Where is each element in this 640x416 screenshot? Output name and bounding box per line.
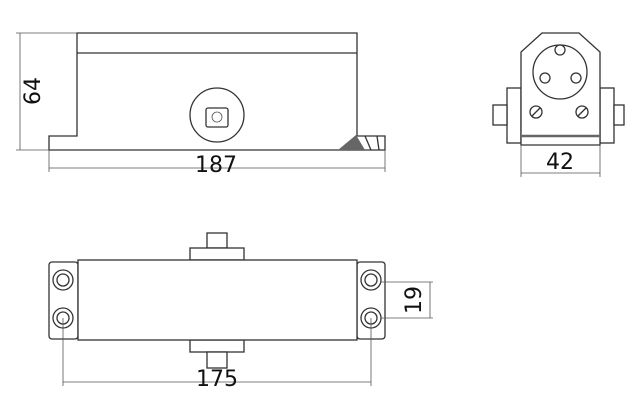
length-dimension: 187 bbox=[195, 153, 237, 178]
top-view: 175 19 bbox=[48, 232, 433, 392]
mount-spacing-dimension: 19 bbox=[402, 286, 427, 314]
width-dimension: 42 bbox=[546, 150, 574, 175]
side-view: 64 187 bbox=[16, 32, 386, 178]
height-dimension: 64 bbox=[21, 77, 46, 105]
end-view: 42 bbox=[492, 32, 625, 177]
mount-length-dimension: 175 bbox=[196, 367, 238, 392]
